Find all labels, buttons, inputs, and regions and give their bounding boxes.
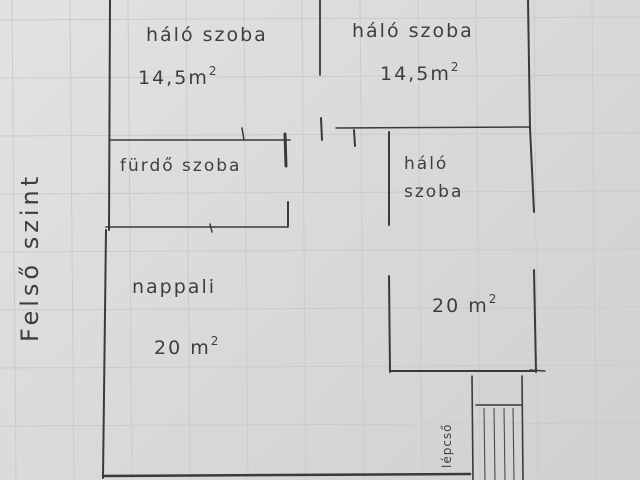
wall-bedroom-3-left-lower: [388, 275, 391, 373]
area-unit-sup: 2: [450, 60, 459, 74]
grid-line: [185, 0, 191, 480]
door-jamb-divider: [320, 117, 323, 141]
area-unit: m: [188, 67, 209, 89]
stairs-label: lépcső: [440, 423, 454, 468]
wall-right-upper: [527, 0, 531, 129]
wall-right-mid: [529, 127, 535, 213]
area-unit: m: [468, 295, 489, 317]
room-area-bedroom-3: 20 m2: [432, 292, 496, 317]
area-unit: m: [430, 63, 451, 85]
stair-step: [503, 407, 506, 480]
grid-line: [0, 364, 640, 369]
grid-line: [359, 0, 365, 480]
tick-bedroom-3: [529, 369, 546, 372]
room-label-bathroom: fürdő szoba: [120, 156, 242, 176]
tick-bathroom: [209, 223, 213, 233]
area-value: 20: [432, 295, 461, 317]
grid-line: [243, 0, 249, 480]
room-label-bedroom-3-line2: szoba: [404, 182, 464, 202]
grid-line: [0, 422, 640, 427]
floor-level-label: Felső szint: [16, 172, 44, 342]
area-unit-sup: 2: [210, 334, 219, 348]
wall-bedroom-2-bottom: [335, 126, 531, 129]
room-label-bedroom-1: háló szoba: [146, 24, 268, 46]
room-label-bedroom-3-line1: háló: [404, 154, 449, 174]
grid-line: [417, 0, 423, 480]
area-value: 14,5: [138, 67, 189, 89]
grid-line: [127, 0, 133, 480]
grid-line: [11, 0, 17, 480]
stair-step: [483, 407, 486, 480]
room-area-bedroom-2: 14,5m2: [380, 60, 458, 85]
grid-line: [0, 132, 640, 137]
wall-right-lower: [533, 269, 537, 373]
grid-line: [475, 0, 481, 480]
grid-line: [533, 0, 539, 480]
room-area-bedroom-1: 14,5m2: [138, 64, 216, 89]
room-label-bedroom-2: háló szoba: [352, 20, 474, 42]
wall-bottom: [101, 472, 472, 478]
stair-step: [512, 407, 515, 480]
area-value: 14,5: [380, 63, 431, 85]
wall-left-lower: [102, 229, 107, 479]
grid-line: [301, 0, 307, 480]
wall-left-upper: [108, 0, 111, 231]
area-unit: m: [190, 337, 211, 359]
grid-line: [591, 0, 597, 480]
tick-bedroom-1: [241, 127, 245, 141]
stair-step: [493, 407, 496, 480]
door-jamb-bedroom-2: [353, 129, 356, 147]
grid-line: [69, 0, 75, 480]
room-label-living-room: nappali: [132, 276, 217, 298]
room-area-living-room: 20 m2: [154, 334, 218, 359]
bathroom-door-jamb: [283, 132, 288, 168]
area-unit-sup: 2: [208, 64, 217, 78]
area-unit-sup: 2: [488, 292, 497, 306]
stair-left-wall: [471, 375, 474, 480]
area-value: 20: [154, 337, 183, 359]
grid-line: [0, 306, 640, 311]
stair-right-wall: [521, 375, 524, 480]
grid-line: [0, 74, 640, 79]
